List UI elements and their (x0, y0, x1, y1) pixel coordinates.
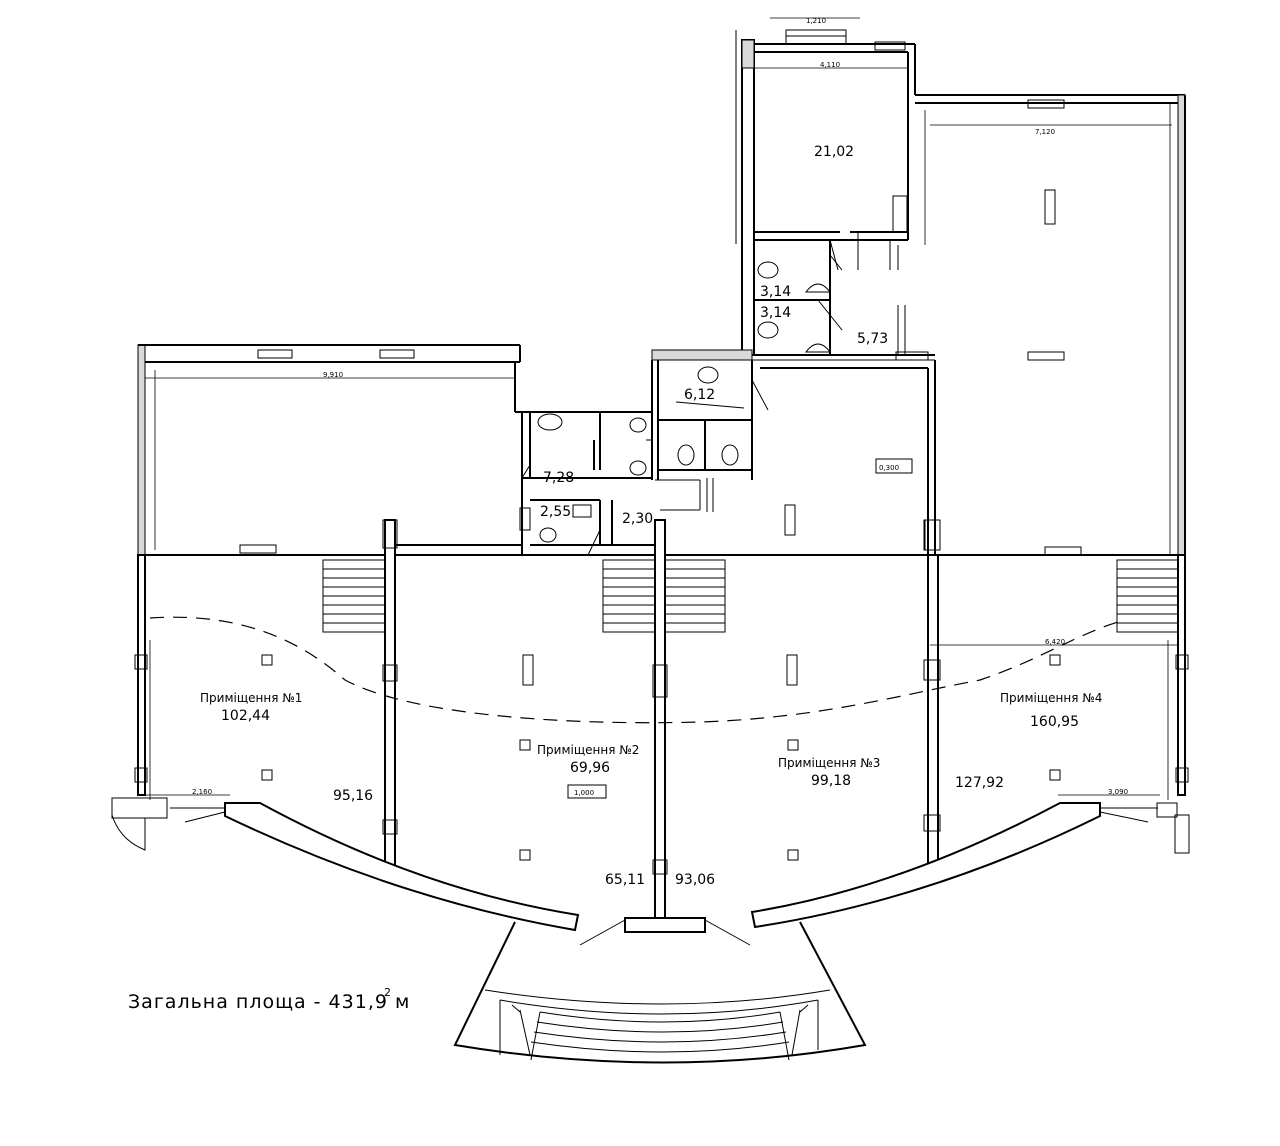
area-2-30: 2,30 (622, 511, 653, 527)
wc-cluster-left (395, 412, 660, 556)
dim-east-width: 7,120 (1035, 128, 1055, 136)
area-93-06: 93,06 (675, 872, 715, 888)
room-4-name: Приміщення №4 (1000, 691, 1102, 705)
level-mark-upper: 0,300 (879, 464, 899, 472)
dim-west-width: 9,910 (323, 371, 343, 379)
room-3-upper-walls (760, 351, 936, 555)
area-3-14-a: 3,14 (760, 284, 791, 300)
curved-facade (111, 794, 1190, 946)
total-area-label: Загальна площа - 431,9 м (128, 991, 410, 1013)
room-3-name: Приміщення №3 (778, 756, 880, 770)
area-2-55: 2,55 (540, 504, 571, 520)
dim-right-bottom: 3,090 (1108, 788, 1128, 796)
area-3-14-b: 3,14 (760, 305, 791, 321)
area-127-92: 127,92 (955, 775, 1004, 791)
dim-top-window: 1,210 (806, 17, 826, 25)
room-2-area: 69,96 (570, 760, 610, 776)
room-3-area: 99,18 (811, 773, 851, 789)
entrance-porch (453, 921, 867, 1064)
dim-room4-width: 6,420 (1045, 638, 1065, 646)
central-core (651, 349, 913, 512)
wc-block-upper (750, 240, 935, 361)
area-labels: 21,02 3,14 3,14 5,73 6,12 7,28 2,55 2,30… (192, 17, 1128, 888)
area-95-16: 95,16 (333, 788, 373, 804)
total-area-superscript: 2 (384, 986, 391, 999)
area-7-28: 7,28 (543, 470, 574, 486)
dim-left-bottom: 2,160 (192, 788, 212, 796)
level-mark-lower: 1,000 (574, 789, 594, 797)
columns (134, 519, 1189, 921)
area-21-02: 21,02 (814, 144, 854, 160)
room-4-walls (915, 94, 1186, 556)
floor-marks (261, 654, 1061, 861)
area-65-11: 65,11 (605, 872, 645, 888)
room-1-area: 102,44 (221, 708, 270, 724)
room-2-name: Приміщення №2 (537, 743, 639, 757)
area-5-73: 5,73 (857, 331, 888, 347)
room-4-area: 160,95 (1030, 714, 1079, 730)
room-1-name: Приміщення №1 (200, 691, 302, 705)
dim-room21-width: 4,110 (820, 61, 840, 69)
zone-boundary (149, 616, 1126, 724)
stairs (322, 559, 1179, 633)
area-6-12: 6,12 (684, 387, 715, 403)
room-21-block (735, 17, 916, 356)
